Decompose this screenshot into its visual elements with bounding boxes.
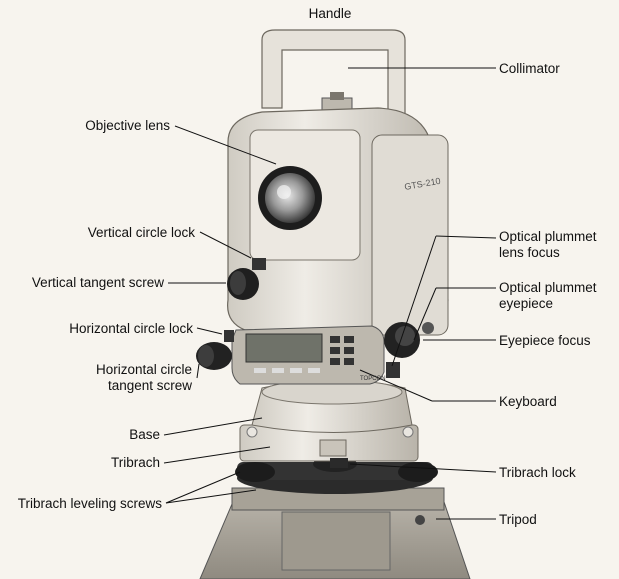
label-base: Base: [129, 427, 160, 442]
instrument-body: GTS-210: [227, 107, 449, 336]
label-optical-plummet-lens-focus-line2: lens focus: [499, 245, 560, 260]
label-vertical-circle-lock: Vertical circle lock: [87, 225, 195, 240]
label-vertical-tangent-screw: Vertical tangent screw: [31, 275, 164, 290]
horizontal-circle-lock: [224, 330, 234, 342]
label-horizontal-circle-tangent-screw-line2: tangent screw: [107, 378, 192, 393]
key-pad: [254, 336, 354, 373]
tribrach-lock: [330, 458, 348, 468]
device-brand-text: TOPCON: [360, 376, 386, 382]
label-optical-plummet-lens-focus-line1: Optical plummet: [499, 229, 597, 244]
label-horizontal-circle-lock: Horizontal circle lock: [69, 321, 193, 336]
optical-plummet: [386, 322, 434, 378]
eyepiece-focus: [384, 322, 420, 358]
label-tribrach: Tribrach: [110, 455, 160, 470]
vertical-circle-lock: [252, 258, 266, 270]
label-optical-plummet-eyepiece-line1: Optical plummet: [499, 280, 597, 295]
horizontal-circle-tangent-screw: [196, 342, 232, 370]
display-panel: [231, 325, 385, 385]
vertical-tangent-screw: [227, 268, 259, 300]
tribrach-leveling-screws: [235, 456, 438, 494]
label-handle: Handle: [308, 6, 352, 21]
base: [251, 379, 413, 433]
leader-lines: [163, 67, 497, 520]
label-keyboard: Keyboard: [499, 394, 557, 409]
label-optical-plummet-eyepiece-line2: eyepiece: [499, 296, 554, 311]
label-collimator: Collimator: [499, 61, 560, 76]
label-tribrach-leveling-screws: Tribrach leveling screws: [17, 496, 162, 511]
label-objective-lens: Objective lens: [85, 118, 170, 133]
label-horizontal-circle-tangent-screw-line1: Horizontal circle: [95, 362, 192, 377]
label-tribrach-lock: Tribrach lock: [499, 465, 576, 480]
tripod: [199, 487, 471, 579]
label-tripod: Tripod: [499, 512, 537, 527]
tribrach: [239, 424, 419, 462]
label-eyepiece-focus: Eyepiece focus: [499, 333, 591, 348]
objective-lens: [258, 166, 322, 230]
